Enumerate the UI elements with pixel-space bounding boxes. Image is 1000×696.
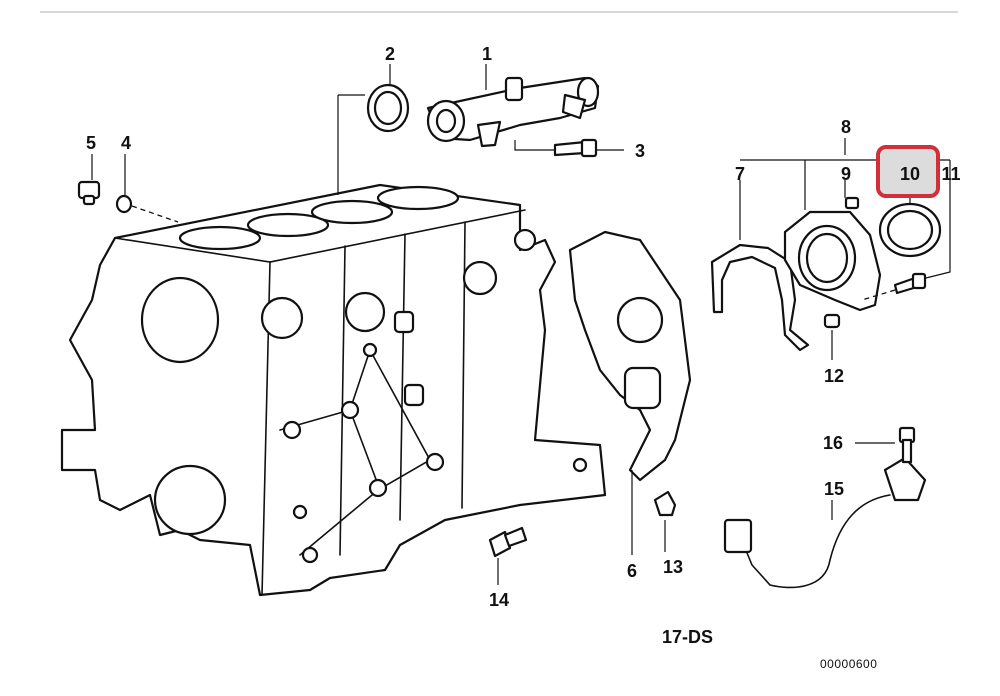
part-8-seal-housing[interactable] xyxy=(783,210,882,312)
part-15-knock-sensor[interactable] xyxy=(723,456,927,589)
callout-2[interactable]: 2 xyxy=(384,44,396,64)
callout-3[interactable]: 3 xyxy=(634,141,646,161)
part-1-coolant-pipe[interactable] xyxy=(426,76,600,148)
callout-16[interactable]: 16 xyxy=(822,433,844,453)
callout-1[interactable]: 1 xyxy=(481,44,493,64)
callout-11[interactable]: 11 xyxy=(941,164,961,184)
callout-10[interactable]: 10 xyxy=(899,164,921,184)
highlight-box[interactable] xyxy=(876,145,940,198)
diagram-code: 17-DS xyxy=(662,627,714,647)
callout-8[interactable]: 8 xyxy=(840,117,852,137)
part-13-sleeve[interactable] xyxy=(653,490,677,517)
part-11-bolt[interactable] xyxy=(893,272,927,295)
part-2-o-ring[interactable] xyxy=(366,83,410,133)
reference-number: 00000600 xyxy=(820,657,878,671)
callout-12[interactable]: 12 xyxy=(823,366,845,386)
part-3-bolt[interactable] xyxy=(553,138,598,158)
part-14-screw[interactable] xyxy=(488,526,528,558)
part-4-washer[interactable] xyxy=(115,194,133,214)
part-7-cover-gasket[interactable] xyxy=(710,243,810,352)
callout-6[interactable]: 6 xyxy=(626,561,638,581)
part-9-screw[interactable] xyxy=(844,196,860,210)
engine-block[interactable] xyxy=(60,183,607,597)
callout-4[interactable]: 4 xyxy=(120,133,132,153)
callout-15[interactable]: 15 xyxy=(823,479,845,499)
top-divider xyxy=(40,11,958,13)
callout-5[interactable]: 5 xyxy=(85,133,97,153)
part-16-bolt[interactable] xyxy=(898,426,916,464)
part-12-dowel[interactable] xyxy=(823,313,841,329)
part-5-drain-plug[interactable] xyxy=(77,180,101,206)
callout-14[interactable]: 14 xyxy=(488,590,510,610)
part-10-shaft-seal[interactable] xyxy=(878,202,942,258)
callout-9[interactable]: 9 xyxy=(840,164,852,184)
callout-13[interactable]: 13 xyxy=(662,557,684,577)
callout-7[interactable]: 7 xyxy=(734,164,746,184)
leader-lines xyxy=(91,64,951,585)
part-6-gasket[interactable] xyxy=(568,230,692,482)
